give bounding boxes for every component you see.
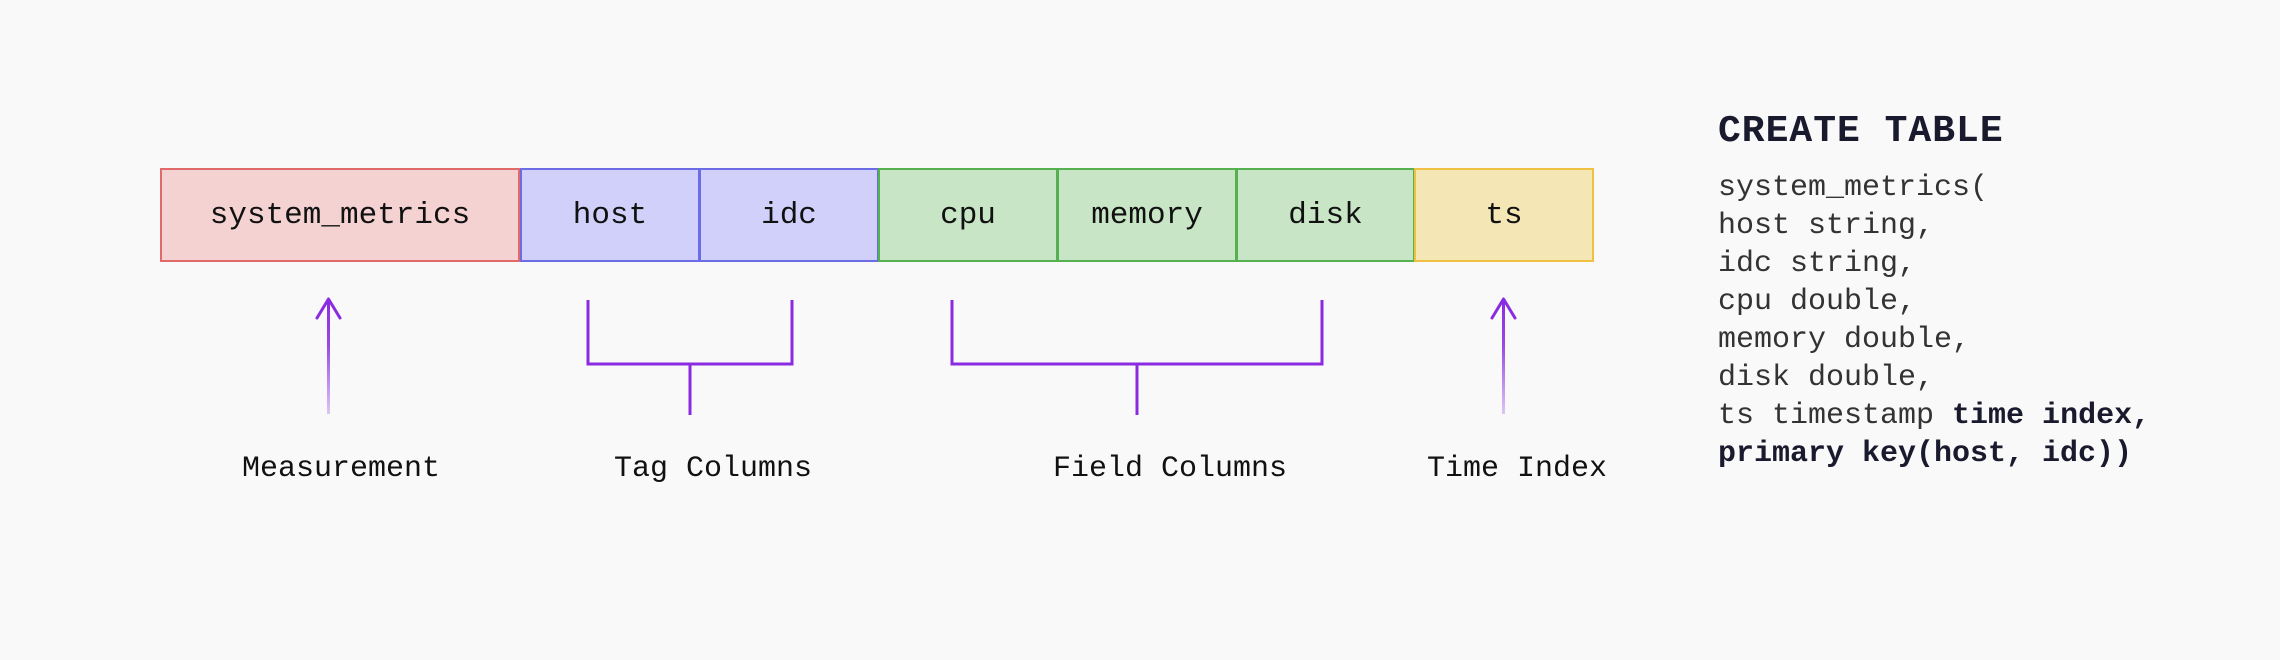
sql-line: disk double, bbox=[1718, 361, 1935, 395]
time-index-cell: ts bbox=[1414, 168, 1594, 262]
field-columns-label: Field Columns bbox=[1052, 452, 1288, 486]
tag-columns-bracket bbox=[586, 300, 794, 415]
field-cell-memory: memory bbox=[1057, 168, 1237, 262]
measurement-arrow bbox=[315, 297, 342, 414]
tag-columns-label: Tag Columns bbox=[613, 452, 813, 486]
field-cell-cpu: cpu bbox=[878, 168, 1058, 262]
tag-cell-idc: idc bbox=[699, 168, 879, 262]
sql-line-ts: ts timestamp time index, bbox=[1718, 397, 2258, 435]
field-columns-bracket bbox=[950, 300, 1324, 415]
sql-line: cpu double, bbox=[1718, 285, 1917, 319]
time-index-arrow bbox=[1490, 297, 1517, 414]
sql-line: system_metrics( bbox=[1718, 171, 1989, 205]
sql-title: CREATE TABLE bbox=[1718, 110, 2004, 153]
sql-pk-bold: primary key(host, idc)) bbox=[1718, 437, 2133, 471]
sql-line: idc string, bbox=[1718, 247, 1917, 281]
time-index-label: Time Index bbox=[1426, 452, 1608, 486]
sql-line: host string, bbox=[1718, 209, 1935, 243]
sql-ts-plain: ts timestamp bbox=[1718, 399, 1953, 433]
measurement-label: Measurement bbox=[241, 452, 441, 486]
sql-statement: CREATE TABLE system_metrics( host string… bbox=[1718, 110, 2258, 473]
sql-line-pk: primary key(host, idc)) bbox=[1718, 435, 2258, 473]
field-cell-disk: disk bbox=[1236, 168, 1415, 262]
measurement-cell: system_metrics bbox=[160, 168, 520, 262]
sql-ts-bold: time index, bbox=[1952, 399, 2151, 433]
sql-line: memory double, bbox=[1718, 323, 1971, 357]
tag-cell-host: host bbox=[520, 168, 700, 262]
